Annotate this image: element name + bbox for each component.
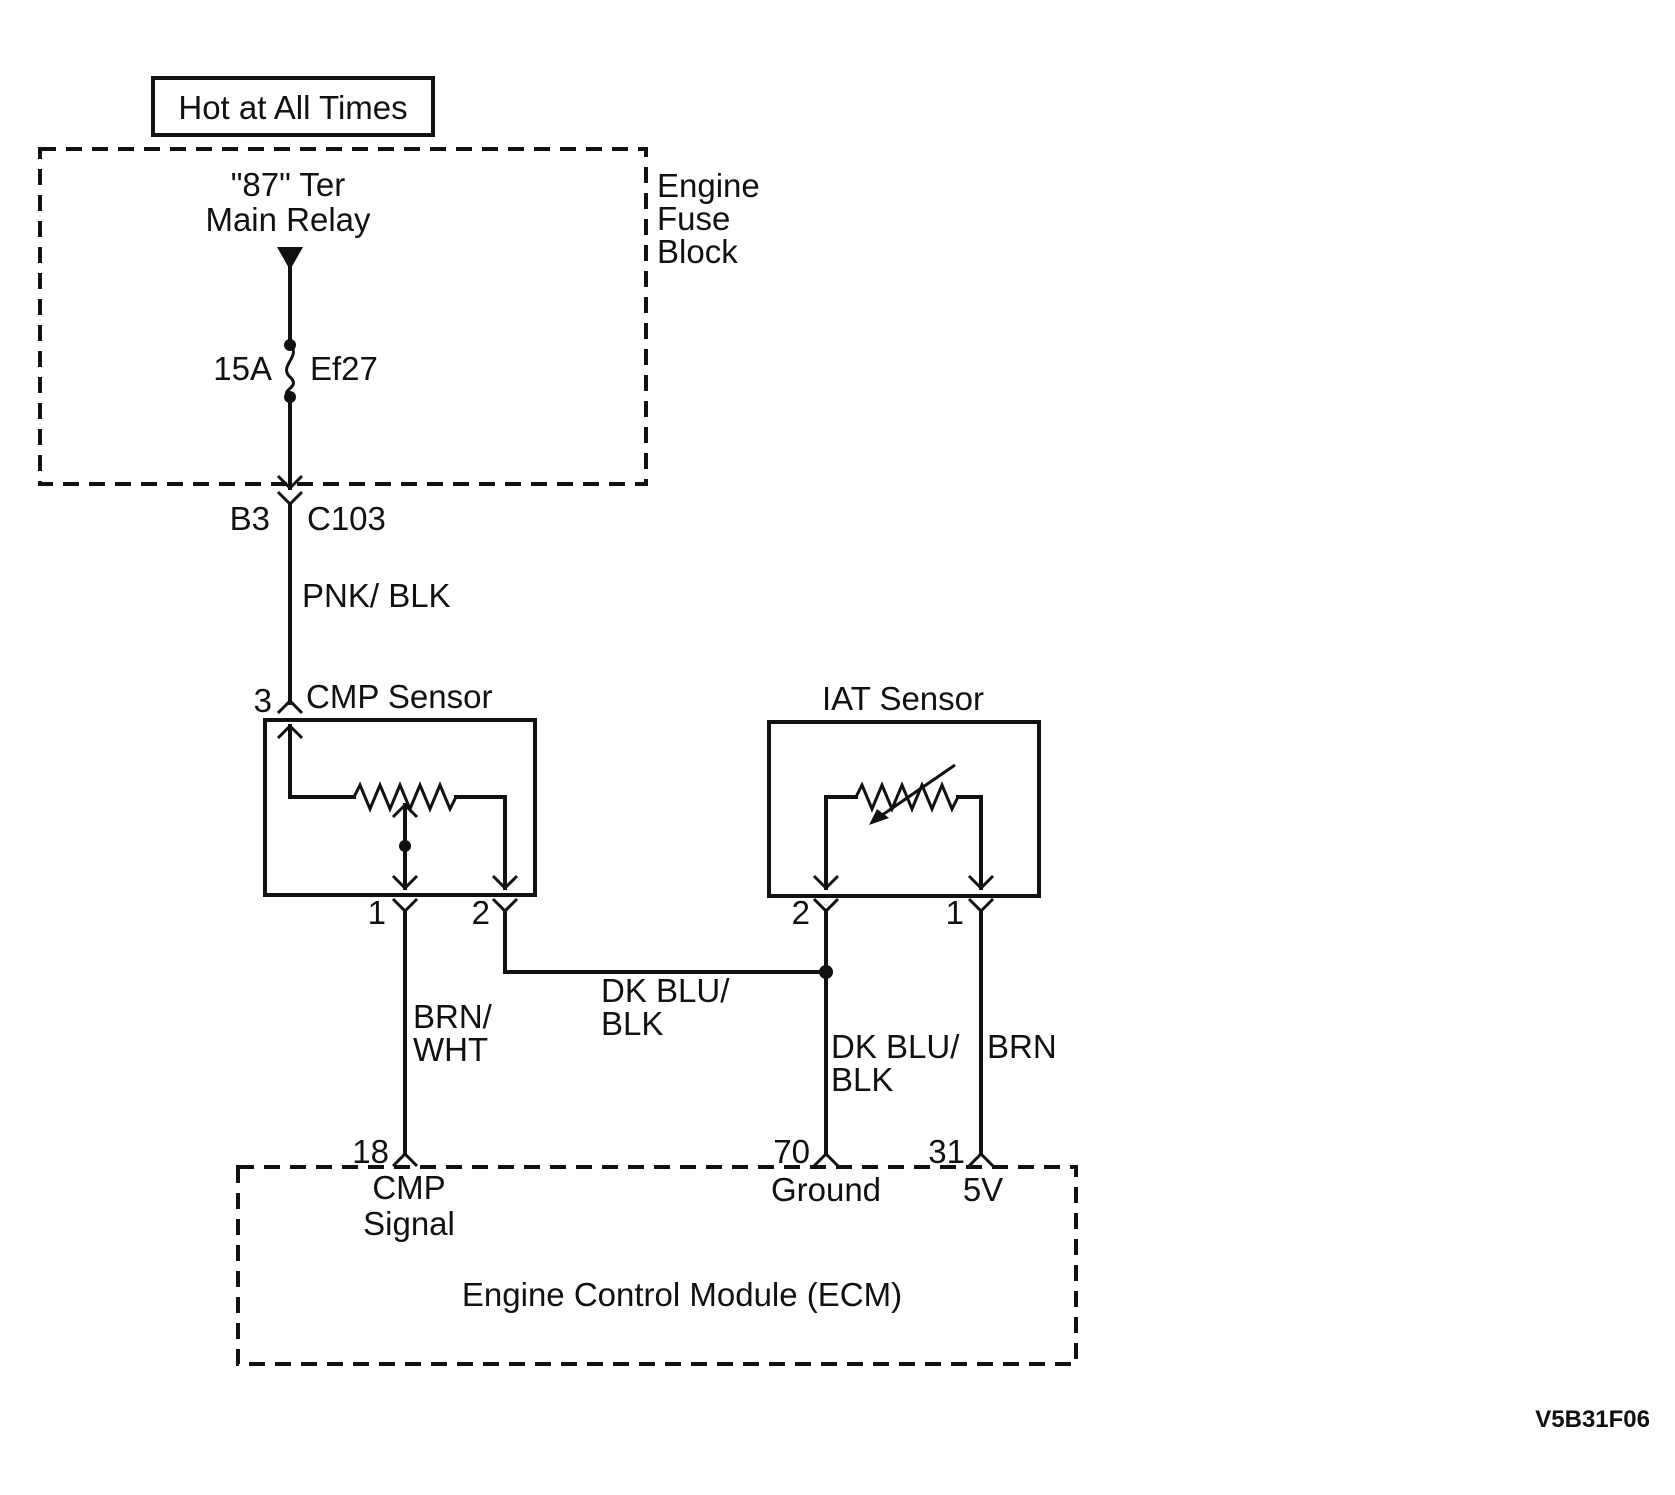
relay-source-triangle bbox=[277, 247, 303, 270]
ecm-ground-wire-label-1: DK BLU/ bbox=[831, 1028, 960, 1065]
dk-blu-blk-sensor-ground-wire bbox=[503, 909, 828, 974]
hot-at-all-times-label: Hot at All Times bbox=[178, 89, 407, 126]
hot-at-all-times-box bbox=[151, 76, 435, 137]
ecm-cmp-signal-label-1: CMP bbox=[372, 1169, 445, 1206]
iat-pin-1-label: 1 bbox=[946, 894, 964, 931]
engine-fuse-block-label-3: Block bbox=[657, 233, 738, 270]
iat-internal-left-wire bbox=[824, 795, 858, 890]
cmp-internal-pin-1-arrow bbox=[391, 874, 419, 891]
ecm-pin-31-terminal bbox=[967, 1151, 995, 1168]
cmp-internal-pin-2-arrow bbox=[491, 874, 519, 891]
iat-variable-arrow-head bbox=[869, 809, 889, 825]
c103-pin-label: B3 bbox=[230, 500, 270, 537]
iat-internal-right-wire bbox=[956, 795, 983, 890]
iat-sensor-title: IAT Sensor bbox=[822, 680, 984, 717]
ecm-pin-70-label: 70 bbox=[773, 1133, 810, 1170]
brn-wht-wire-label-1: BRN/ bbox=[413, 998, 493, 1035]
iat-internal-pin-2-arrow bbox=[812, 874, 840, 891]
pnk-blk-wire-label: PNK/ BLK bbox=[302, 577, 451, 614]
iat-sensor-box bbox=[767, 720, 1041, 898]
cmp-wiper-junction bbox=[399, 840, 411, 852]
ecm-pin-18-label: 18 bbox=[352, 1133, 389, 1170]
fuse-symbol bbox=[285, 343, 295, 399]
cmp-wiper-arrow bbox=[391, 802, 419, 819]
c103-connector-label: C103 bbox=[307, 500, 386, 537]
cmp-sensor-box bbox=[263, 718, 537, 897]
cmp-potentiometer-resistor bbox=[352, 781, 458, 813]
cmp-pin-3-label: 3 bbox=[254, 682, 272, 719]
cmp-pin-3-terminal bbox=[276, 698, 304, 715]
fuse-id-label: Ef27 bbox=[310, 350, 378, 387]
ecm-name-label: Engine Control Module (ECM) bbox=[462, 1276, 902, 1313]
sensor-ground-wire-label-1: DK BLU/ bbox=[601, 972, 730, 1009]
ecm-ground-label: Ground bbox=[771, 1171, 881, 1208]
c103-female-terminal bbox=[276, 474, 304, 491]
figure-code: V5B31F06 bbox=[1535, 1406, 1650, 1433]
ecm-5v-label: 5V bbox=[963, 1171, 1003, 1208]
relay-terminal-label: "87" Ter bbox=[231, 166, 346, 203]
cmp-internal-supply-wire bbox=[288, 724, 356, 799]
ecm-pin-70-terminal bbox=[812, 1151, 840, 1168]
engine-fuse-block-label-2: Fuse bbox=[657, 200, 730, 237]
ecm-pin-18-terminal bbox=[391, 1151, 419, 1168]
brn-5v-wire-label: BRN bbox=[987, 1028, 1057, 1065]
cmp-internal-return-wire bbox=[454, 795, 507, 890]
engine-fuse-block-label-1: Engine bbox=[657, 167, 760, 204]
cmp-sensor-title: CMP Sensor bbox=[306, 678, 492, 715]
sensor-ground-wire-label-2: BLK bbox=[601, 1005, 663, 1042]
cmp-pin-1-label: 1 bbox=[368, 894, 386, 931]
ecm-ground-wire-label-2: BLK bbox=[831, 1061, 893, 1098]
ecm-cmp-signal-label-2: Signal bbox=[363, 1205, 455, 1242]
brn-wht-wire-label-2: WHT bbox=[413, 1031, 488, 1068]
cmp-pin-2-label: 2 bbox=[472, 894, 490, 931]
iat-pin-2-label: 2 bbox=[792, 894, 810, 931]
ecm-pin-31-label: 31 bbox=[928, 1133, 965, 1170]
iat-internal-pin-1-arrow bbox=[967, 874, 995, 891]
iat-variable-arrow-line bbox=[874, 763, 956, 822]
ecm-box bbox=[236, 1165, 1078, 1366]
main-relay-label: Main Relay bbox=[205, 201, 371, 238]
fuse-rating-label: 15A bbox=[213, 350, 272, 387]
